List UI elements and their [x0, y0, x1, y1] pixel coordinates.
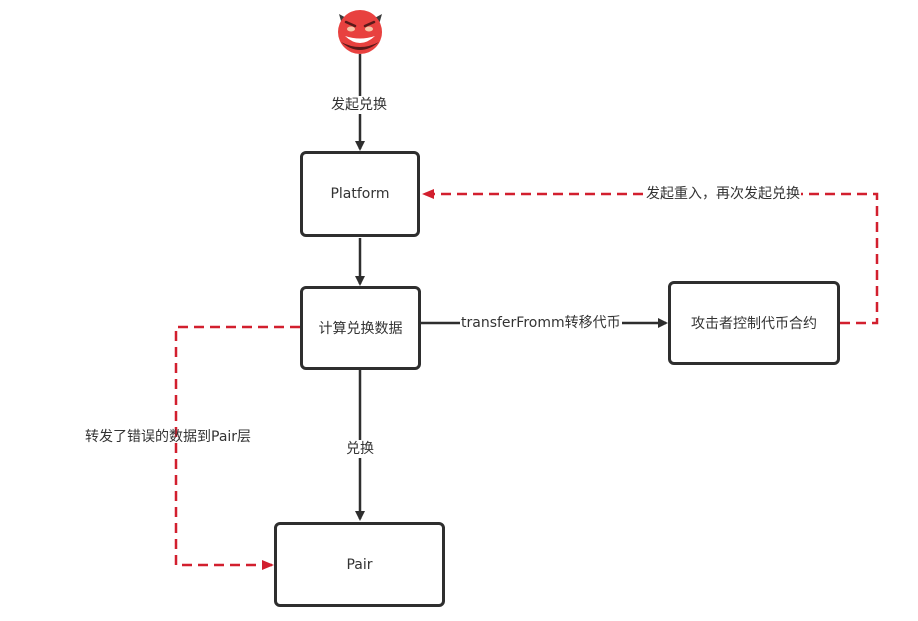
node-compute-swap-data[interactable]: 计算兑换数据 — [300, 286, 421, 370]
node-platform[interactable]: Platform — [300, 151, 420, 237]
node-pair[interactable]: Pair — [274, 522, 445, 607]
label-reentry: 发起重入，再次发起兑换 — [645, 185, 801, 203]
label-initiate-swap: 发起兑换 — [330, 96, 388, 114]
label-swap: 兑换 — [345, 440, 375, 458]
label-wrong-data: 转发了错误的数据到Pair层 — [85, 429, 252, 445]
node-attacker-token-contract[interactable]: 攻击者控制代币合约 — [668, 281, 840, 365]
edge-wrong-data — [174, 325, 300, 570]
devil-face-icon — [338, 10, 382, 54]
label-transfer-from: transferFromm转移代币 — [460, 314, 622, 332]
